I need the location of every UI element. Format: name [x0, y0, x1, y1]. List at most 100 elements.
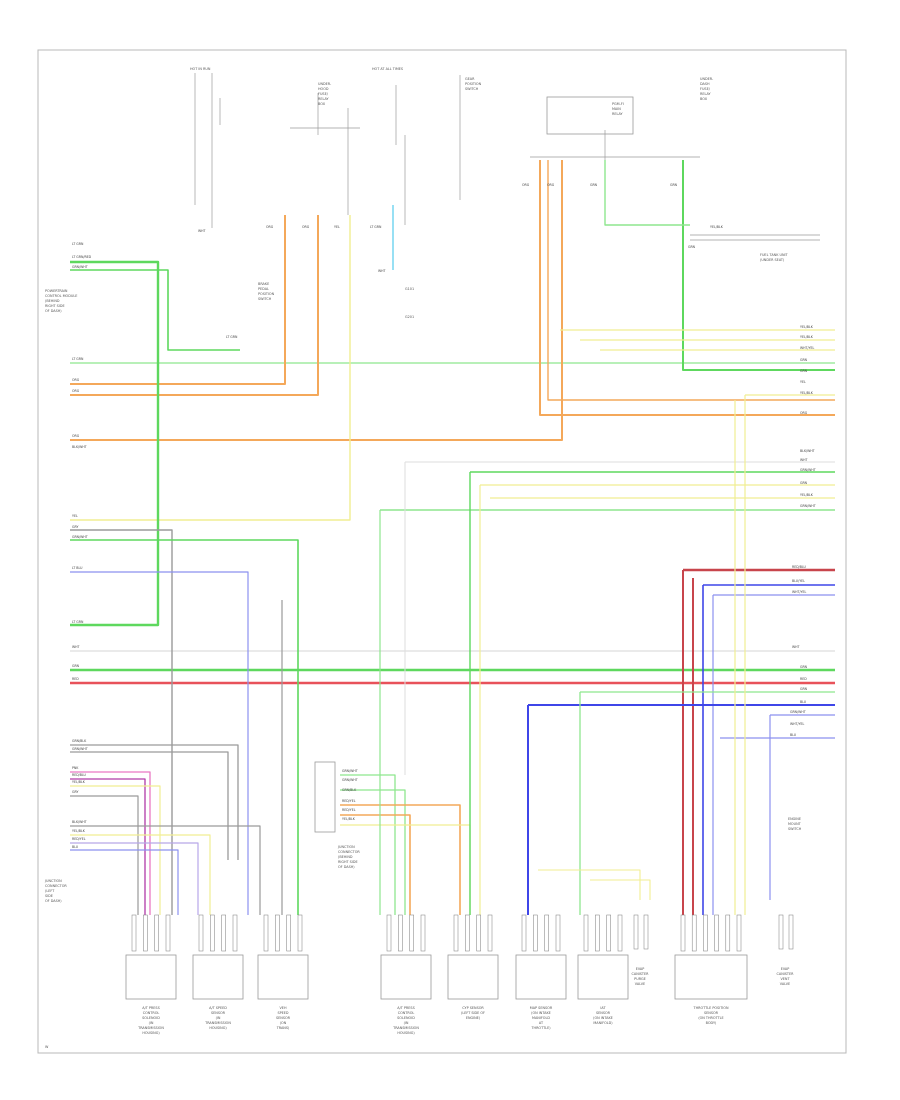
wire-label-grn: GRN — [800, 687, 808, 691]
wire-ltgrn-jc2 — [340, 789, 406, 915]
connector-pin — [736, 914, 742, 952]
wire-label-org: ORG — [302, 225, 310, 229]
fuse-caption-left: HOT IN RUN — [190, 67, 211, 71]
wire-label-red: RED — [72, 677, 79, 681]
junction-connector-box — [314, 761, 336, 833]
wire-label-blkwht: BLK/WHT — [800, 449, 815, 453]
wire-label-gry: GRY — [72, 525, 78, 529]
wire-label-wht: WHT — [792, 645, 800, 649]
wire-label-yel: YEL — [800, 380, 806, 384]
connector-pin — [398, 914, 403, 952]
wire-label-wht: WHT — [378, 269, 386, 273]
wire-label-gry: GRY — [72, 790, 78, 794]
wire-label-grn: GRN — [590, 183, 598, 187]
wire-label-org: ORG — [72, 378, 80, 382]
wire-label-ltgrn: LT GRN — [226, 335, 238, 339]
wire-label-grn: GRN — [800, 665, 808, 669]
component-box-map-sensor — [515, 954, 567, 1000]
wire-gray-at4 — [70, 795, 139, 915]
wire-ltblu-vent — [769, 714, 835, 900]
wire-label-blu: BLU — [790, 733, 797, 737]
wire-label-wht: WHT — [800, 458, 808, 462]
connector-pin — [778, 914, 784, 950]
wire-label-yelblk: YEL/BLK — [800, 391, 814, 395]
connector-pin — [198, 914, 204, 952]
wire-label-grn: GRN — [688, 245, 696, 249]
wire-yellow-evap — [590, 879, 651, 900]
wire-blue-at — [70, 849, 179, 915]
wire-label-redyel: RED/YEL — [342, 808, 356, 812]
wire-label-grnwht: GRN/WHT — [72, 265, 88, 269]
wire-label-grn: GRN — [72, 664, 80, 668]
component-iat-sensor — [577, 914, 629, 1000]
wire-label-ltgrn: LT GRN — [370, 225, 382, 229]
wire-label-org: ORG — [547, 183, 555, 187]
wire-label-grnblk: GRN/BLK — [72, 739, 87, 743]
wire-label-blkwht: BLK/WHT — [72, 820, 87, 824]
connector-pin — [221, 914, 226, 952]
fuse-caption-right: HOT AT ALL TIMES — [372, 67, 403, 71]
wire-label-org: ORG — [72, 434, 80, 438]
page-label: W — [45, 1045, 49, 1049]
top-power-section — [194, 73, 820, 241]
wire-green-vss — [70, 539, 299, 915]
wire-label-org: ORG — [266, 225, 274, 229]
wire-label-wht_yel: WHT/YEL — [790, 722, 805, 726]
wire-gray-at5 — [70, 825, 261, 915]
component-at-pressure-right — [380, 914, 432, 1000]
wire-label-pnk: PNK — [72, 766, 79, 770]
wire-label-grn: GRN — [670, 183, 678, 187]
wire-label-ltgrn: LT GRN — [72, 242, 84, 246]
side-label-fuel-tank: FUEL TANK UNIT(UNDER SEAT) — [760, 253, 789, 262]
wire-orange-h1 — [70, 215, 286, 385]
wire-label-redblu: RED/BLU — [792, 565, 807, 569]
connector-pin — [165, 914, 171, 952]
wire-label-grnwht: GRN/WHT — [800, 468, 816, 472]
wire-label-yelblk: YEL/BLK — [72, 829, 86, 833]
wire-label-redyel: RED/YEL — [342, 799, 356, 803]
wire-label-wht_yel: WHT/YEL — [792, 590, 807, 594]
connector-pin — [487, 914, 493, 952]
wire-ltgrn-relay — [604, 160, 690, 226]
wire-green-right — [682, 160, 835, 371]
side-label-ground-g201: G201 — [405, 315, 414, 319]
connector-pin — [617, 914, 623, 952]
wire-label-grnwht: GRN/WHT — [342, 778, 358, 782]
wire-label-grn: GRN — [800, 481, 808, 485]
connector-pin — [286, 914, 291, 952]
wire-label-yel: YEL — [334, 225, 340, 229]
component-throttle-position — [674, 914, 748, 1000]
connector-pin — [476, 914, 481, 952]
wire-yellow-iat — [538, 869, 641, 900]
wire-green-left-drop — [70, 260, 160, 627]
wire-pink-at — [70, 771, 151, 915]
wire-label-yelblk: YEL/BLK — [72, 780, 86, 784]
wire-label-org: ORG — [72, 389, 80, 393]
wire-label-redyel: RED/YEL — [72, 837, 86, 841]
connector-pin — [595, 914, 600, 952]
wire-label-yelblk: YEL/BLK — [710, 225, 724, 229]
wire-label-grn: GRN — [800, 369, 808, 373]
wire-label-ltblu: LT BLU — [72, 566, 83, 570]
wire-label-ltgrn: LT GRN — [72, 620, 84, 624]
wire-label-grnwht: GRN/WHT — [800, 504, 816, 508]
connector-pin — [533, 914, 538, 952]
component-cyp-sensor — [447, 914, 499, 1000]
wire-yellow-h1 — [70, 215, 351, 521]
component-map-sensor — [515, 914, 567, 1000]
connector-pin — [583, 914, 589, 952]
pgm-fi-relay-box — [546, 96, 634, 135]
wire-label-org: ORG — [800, 411, 808, 415]
